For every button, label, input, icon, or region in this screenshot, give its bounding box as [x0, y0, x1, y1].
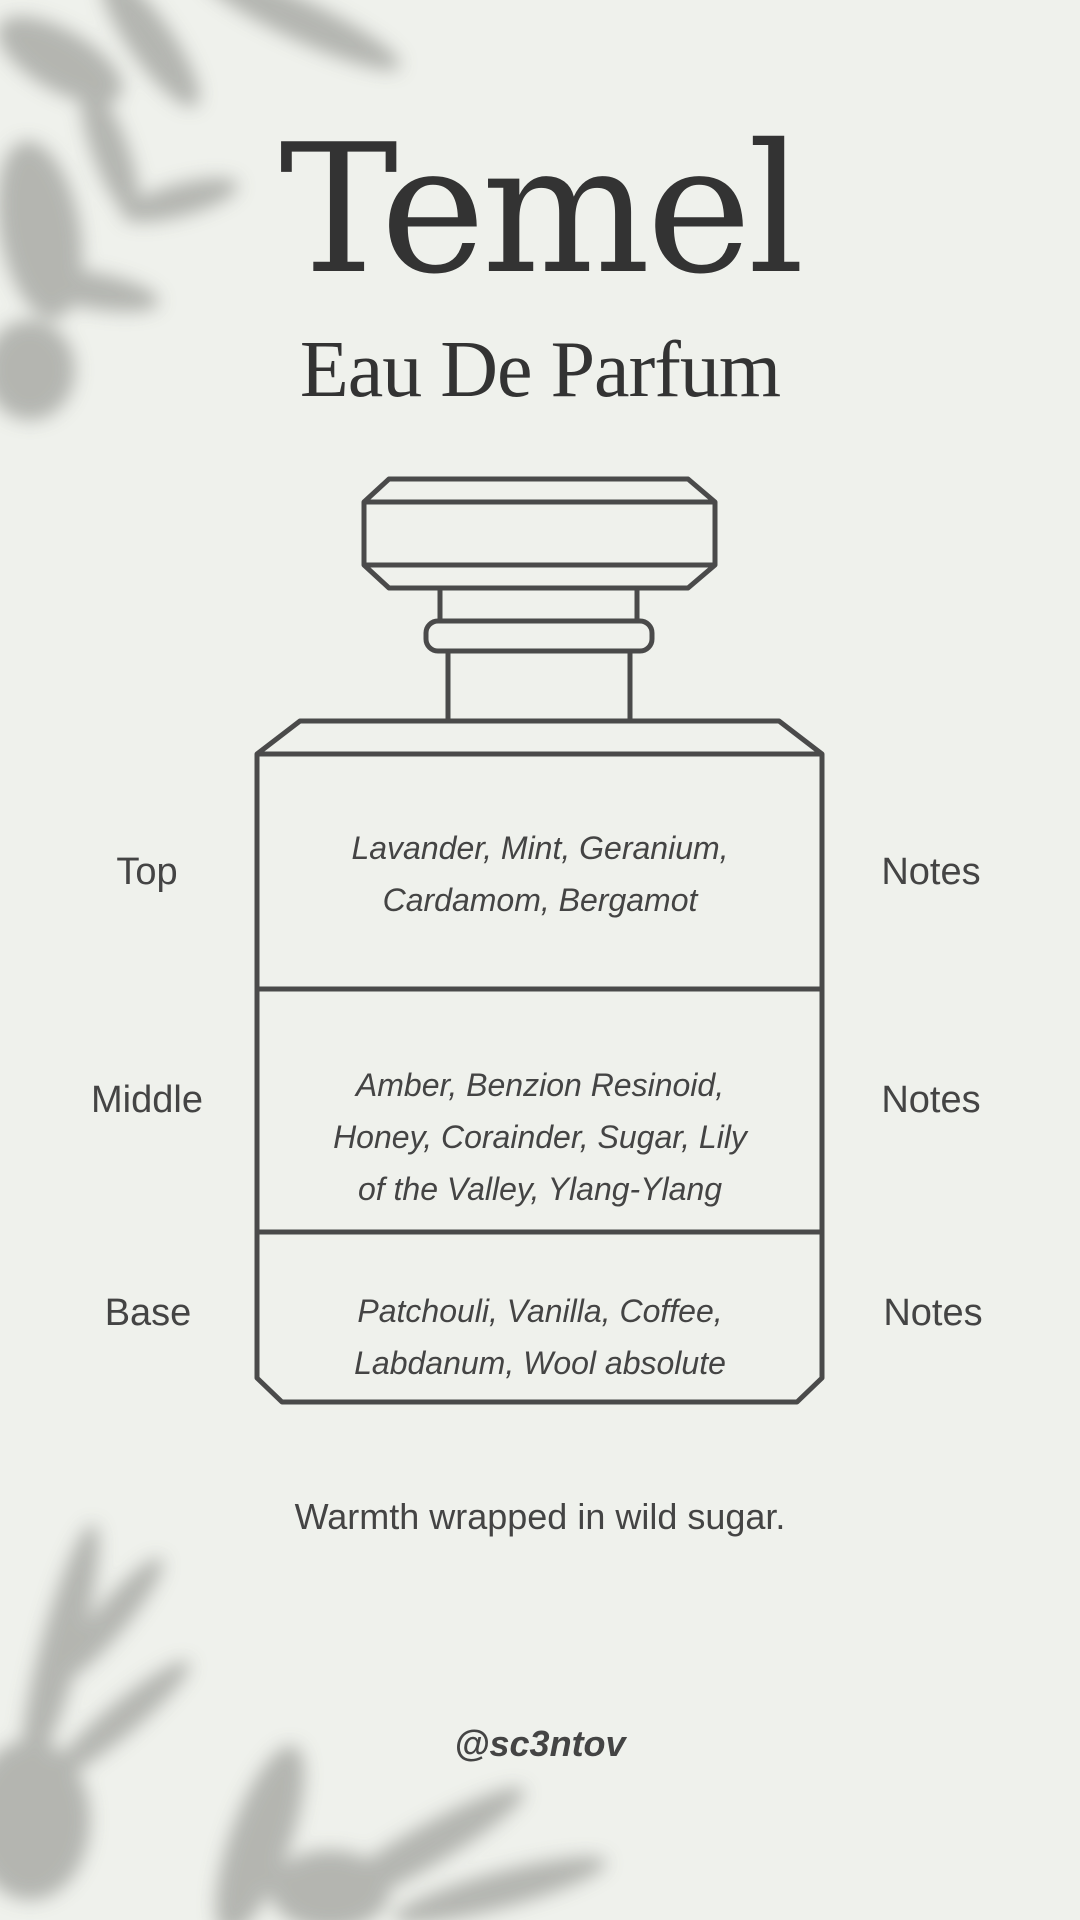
notes-line: Honey, Corainder, Sugar, Lily [333, 1119, 747, 1155]
notes-line: of the Valley, Ylang-Ylang [357, 1171, 723, 1207]
base-notes-list: Patchouli, Vanilla, Coffee, Labdanum, Wo… [262, 1285, 818, 1389]
product-subtitle: Eau De Parfum [299, 326, 781, 414]
perfume-bottle-outline [254, 476, 825, 1405]
product-title: Temel [279, 106, 804, 313]
base-notes-label: Base [104, 1292, 192, 1334]
top-notes-list: Lavander, Mint, Geranium, Cardamom, Berg… [262, 822, 818, 926]
top-notes-suffix: Notes [881, 851, 981, 893]
notes-line: Cardamom, Bergamot [382, 882, 698, 918]
middle-notes-list: Amber, Benzion Resinoid, Honey, Corainde… [262, 1059, 818, 1215]
middle-notes-label: Middle [91, 1079, 203, 1121]
middle-notes-suffix: Notes [881, 1079, 981, 1121]
notes-line: Patchouli, Vanilla, Coffee, [357, 1293, 723, 1329]
top-notes-label: Top [116, 851, 178, 893]
base-notes-suffix: Notes [883, 1292, 983, 1334]
tagline: Warmth wrapped in wild sugar. [294, 1496, 786, 1537]
notes-line: Amber, Benzion Resinoid, [355, 1067, 725, 1103]
notes-line: Labdanum, Wool absolute [354, 1345, 726, 1381]
notes-line: Lavander, Mint, Geranium, [351, 830, 729, 866]
social-handle: @sc3ntov [454, 1723, 626, 1764]
